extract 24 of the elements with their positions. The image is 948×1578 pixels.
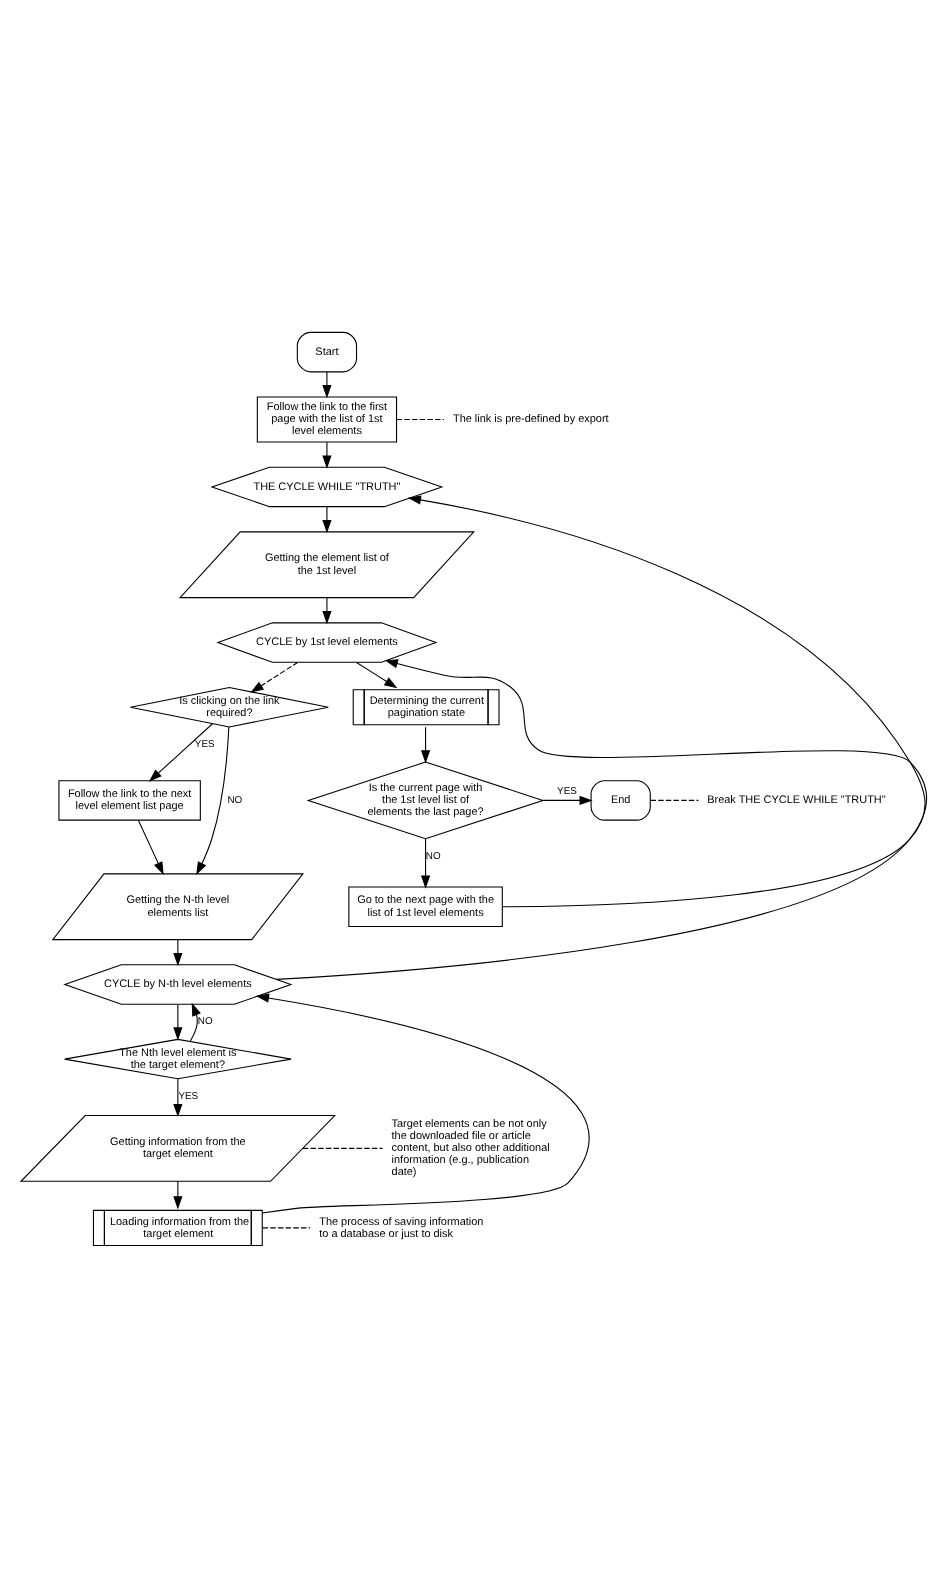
arrow <box>189 1001 201 1041</box>
arrow <box>250 660 299 692</box>
arrow <box>196 725 230 875</box>
connector <box>649 798 699 800</box>
arrow <box>322 440 332 468</box>
connector <box>302 1146 384 1148</box>
arrow <box>173 1003 183 1040</box>
arrow <box>173 938 183 966</box>
arrow <box>148 722 213 781</box>
arrow <box>137 819 164 875</box>
connector <box>262 1226 311 1228</box>
connector <box>396 417 445 420</box>
arrow <box>322 505 332 533</box>
arrow <box>355 660 398 688</box>
arrow <box>322 596 332 624</box>
arrow <box>420 725 431 763</box>
arrow <box>173 1179 183 1209</box>
arrow <box>275 658 928 979</box>
arrow <box>407 494 926 907</box>
arrow <box>322 370 332 398</box>
arrow <box>173 1077 183 1117</box>
arrow <box>420 837 431 888</box>
arrow <box>542 794 593 805</box>
arrow <box>255 992 590 1213</box>
